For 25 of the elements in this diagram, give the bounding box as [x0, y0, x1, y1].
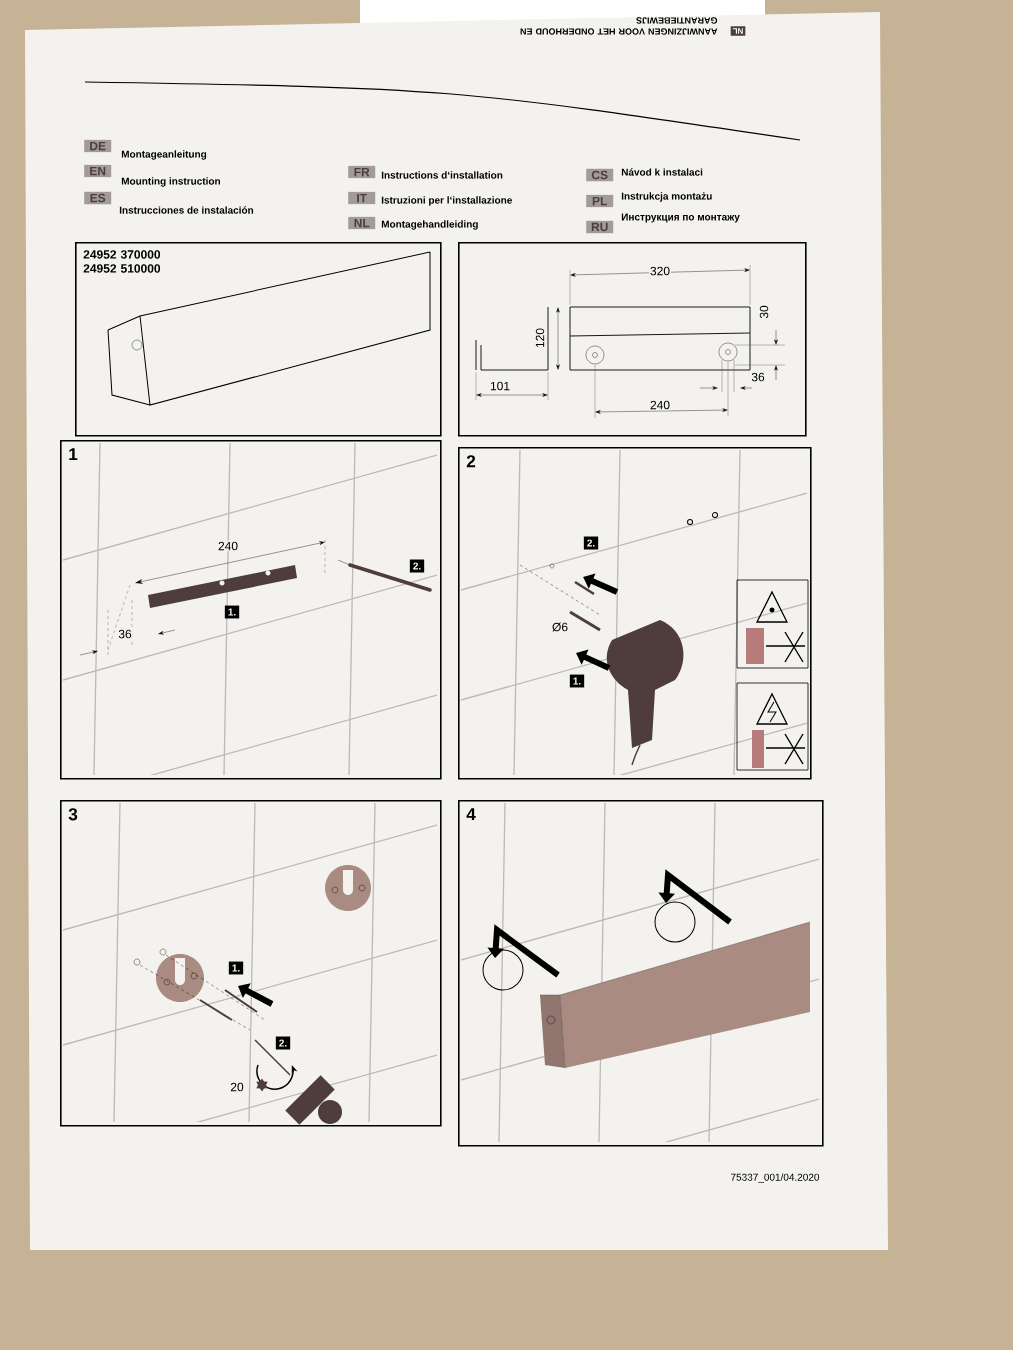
- document-number: 75337_001/04.2020: [731, 1173, 820, 1183]
- language-title: Montageanleitung: [121, 150, 207, 160]
- dimension-label: 240: [649, 399, 671, 411]
- dimension-panel: [458, 242, 807, 437]
- dimension-label: 120: [534, 327, 546, 349]
- dimension-label: 240: [217, 540, 239, 552]
- step-panel: 4: [458, 800, 824, 1147]
- language-title: Montagehandleiding: [381, 220, 478, 230]
- dimension-label: 30: [758, 304, 770, 320]
- language-title: Instrucciones de instalación: [119, 206, 254, 214]
- product-panel: 24952 370000 24952 510000: [75, 242, 442, 437]
- language-code: NL: [730, 26, 746, 36]
- dimension-label: 36: [750, 371, 766, 383]
- sheet-heading: AANWIJZINGEN VOOR HET ONDERHOUD EN GARANTIEBEWIJS: [520, 17, 718, 35]
- dimension-label: 20: [229, 1081, 245, 1093]
- dimension-label: 320: [649, 265, 671, 277]
- dimension-label: 101: [489, 380, 511, 392]
- language-title: Mounting instruction: [121, 177, 220, 187]
- dimension-label: 36: [117, 628, 133, 640]
- dimension-label: Ø6: [551, 621, 569, 633]
- language-title: Návod k instalaci: [621, 168, 703, 176]
- language-title: Instrukcja montażu: [621, 192, 712, 202]
- language-title: Instructions d‘installation: [381, 171, 503, 179]
- language-title: Istruzioni per l‘installazione: [381, 196, 512, 206]
- language-title: Инструкция по монтажу: [621, 213, 740, 223]
